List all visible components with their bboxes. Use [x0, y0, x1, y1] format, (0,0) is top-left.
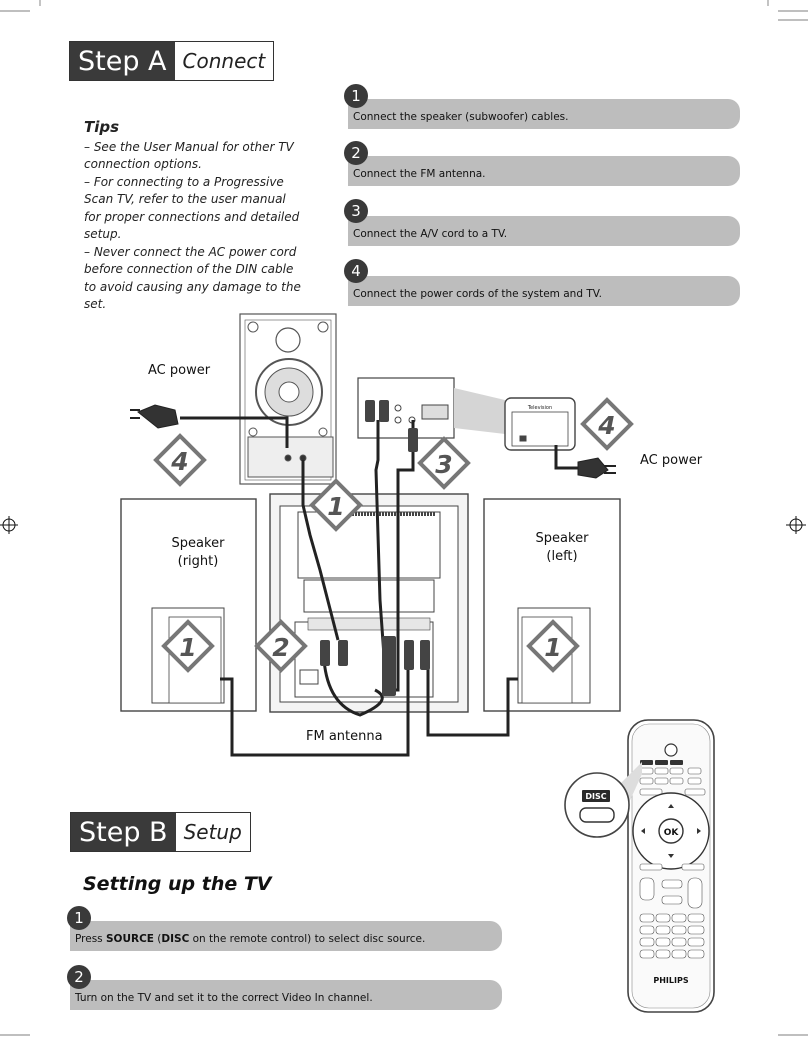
power-icon [664, 743, 678, 757]
connect-step-1: Connect the speaker (subwoofer) cables. [348, 99, 740, 129]
callout-number: 1 [179, 633, 196, 662]
callout-1-left: 1 [526, 619, 580, 673]
step-b-label: Step B [71, 813, 176, 851]
subwoofer [239, 313, 337, 485]
step-text: Connect the A/V cord to a TV. [353, 228, 508, 240]
callout-number: 2 [272, 633, 289, 662]
step-text: Connect the FM antenna. [353, 168, 486, 180]
callout-4-left: 4 [153, 433, 207, 487]
main-unit [269, 493, 469, 713]
callout-number: 4 [170, 447, 188, 476]
ok-label: OK [664, 828, 680, 838]
callout-3: 3 [417, 436, 471, 490]
speaker-right-label: Speaker (right) [171, 536, 225, 569]
callout-4-right: 4 [580, 397, 634, 451]
step-a-title: Connect [182, 49, 266, 73]
step-number: 1 [67, 906, 91, 930]
av-connectors [320, 400, 430, 696]
step-text: Press SOURCE (DISC on the remote control… [75, 933, 426, 945]
registration-mark-right [786, 516, 806, 534]
setup-step-1: Press SOURCE (DISC on the remote control… [70, 921, 502, 951]
step-b-header: Step B Setup [70, 812, 251, 852]
step-b-title: Setup [183, 820, 242, 844]
callout-number: 1 [544, 633, 561, 662]
step-a-header: Step A Connect [69, 41, 275, 81]
tv-label: Television [527, 405, 552, 411]
step-number: 2 [67, 965, 91, 989]
ac-power-label-right: AC power [640, 453, 703, 468]
callout-number: 3 [435, 450, 452, 479]
step-text: Connect the power cords of the system an… [353, 288, 602, 300]
callout-number: 4 [597, 411, 615, 440]
step-number: 3 [344, 199, 368, 223]
speaker-right [120, 498, 257, 712]
connect-step-4: Connect the power cords of the system an… [348, 276, 740, 306]
callout-1-sub: 1 [309, 478, 363, 532]
setup-step-2: Turn on the TV and set it to the correct… [70, 980, 502, 1010]
tip-item: – See the User Manual for other TV conne… [84, 139, 294, 172]
fm-antenna-label: FM antenna [306, 729, 383, 744]
step-a-label: Step A [70, 42, 175, 80]
keypad [639, 913, 705, 959]
setup-title: Setting up the TV [83, 873, 272, 895]
step-number: 2 [344, 141, 368, 165]
tip-item: – For connecting to a Progressive Scan T… [84, 174, 300, 242]
tip-item: – Never connect the AC power cord before… [84, 244, 301, 312]
connect-step-2: Connect the FM antenna. [348, 156, 740, 186]
connect-step-3: Connect the A/V cord to a TV. [348, 216, 740, 246]
disc-magnifier [564, 772, 630, 838]
ac-power-label-left: AC power [148, 363, 211, 378]
tv-connector-panel [357, 377, 505, 439]
remote-control: OK PHILIPS DISC [564, 719, 715, 1013]
registration-mark-left [0, 516, 18, 534]
callout-2: 2 [254, 619, 308, 673]
step-number: 1 [344, 84, 368, 108]
tips-title: Tips [84, 118, 120, 136]
tips-section: Tips – See the User Manual for other TV … [84, 118, 306, 314]
step-text: Turn on the TV and set it to the correct… [75, 992, 373, 1004]
power-plugs [130, 404, 616, 479]
disc-label: DISC [585, 792, 606, 801]
step-number: 4 [344, 259, 368, 283]
brand-label: PHILIPS [653, 976, 688, 985]
step-text: Connect the speaker (subwoofer) cables. [353, 111, 569, 123]
disc-button [579, 807, 615, 823]
speaker-left-label: Speaker (left) [535, 531, 589, 564]
callout-number: 1 [327, 492, 344, 521]
television: Television [504, 397, 576, 451]
callout-1-right: 1 [161, 619, 215, 673]
